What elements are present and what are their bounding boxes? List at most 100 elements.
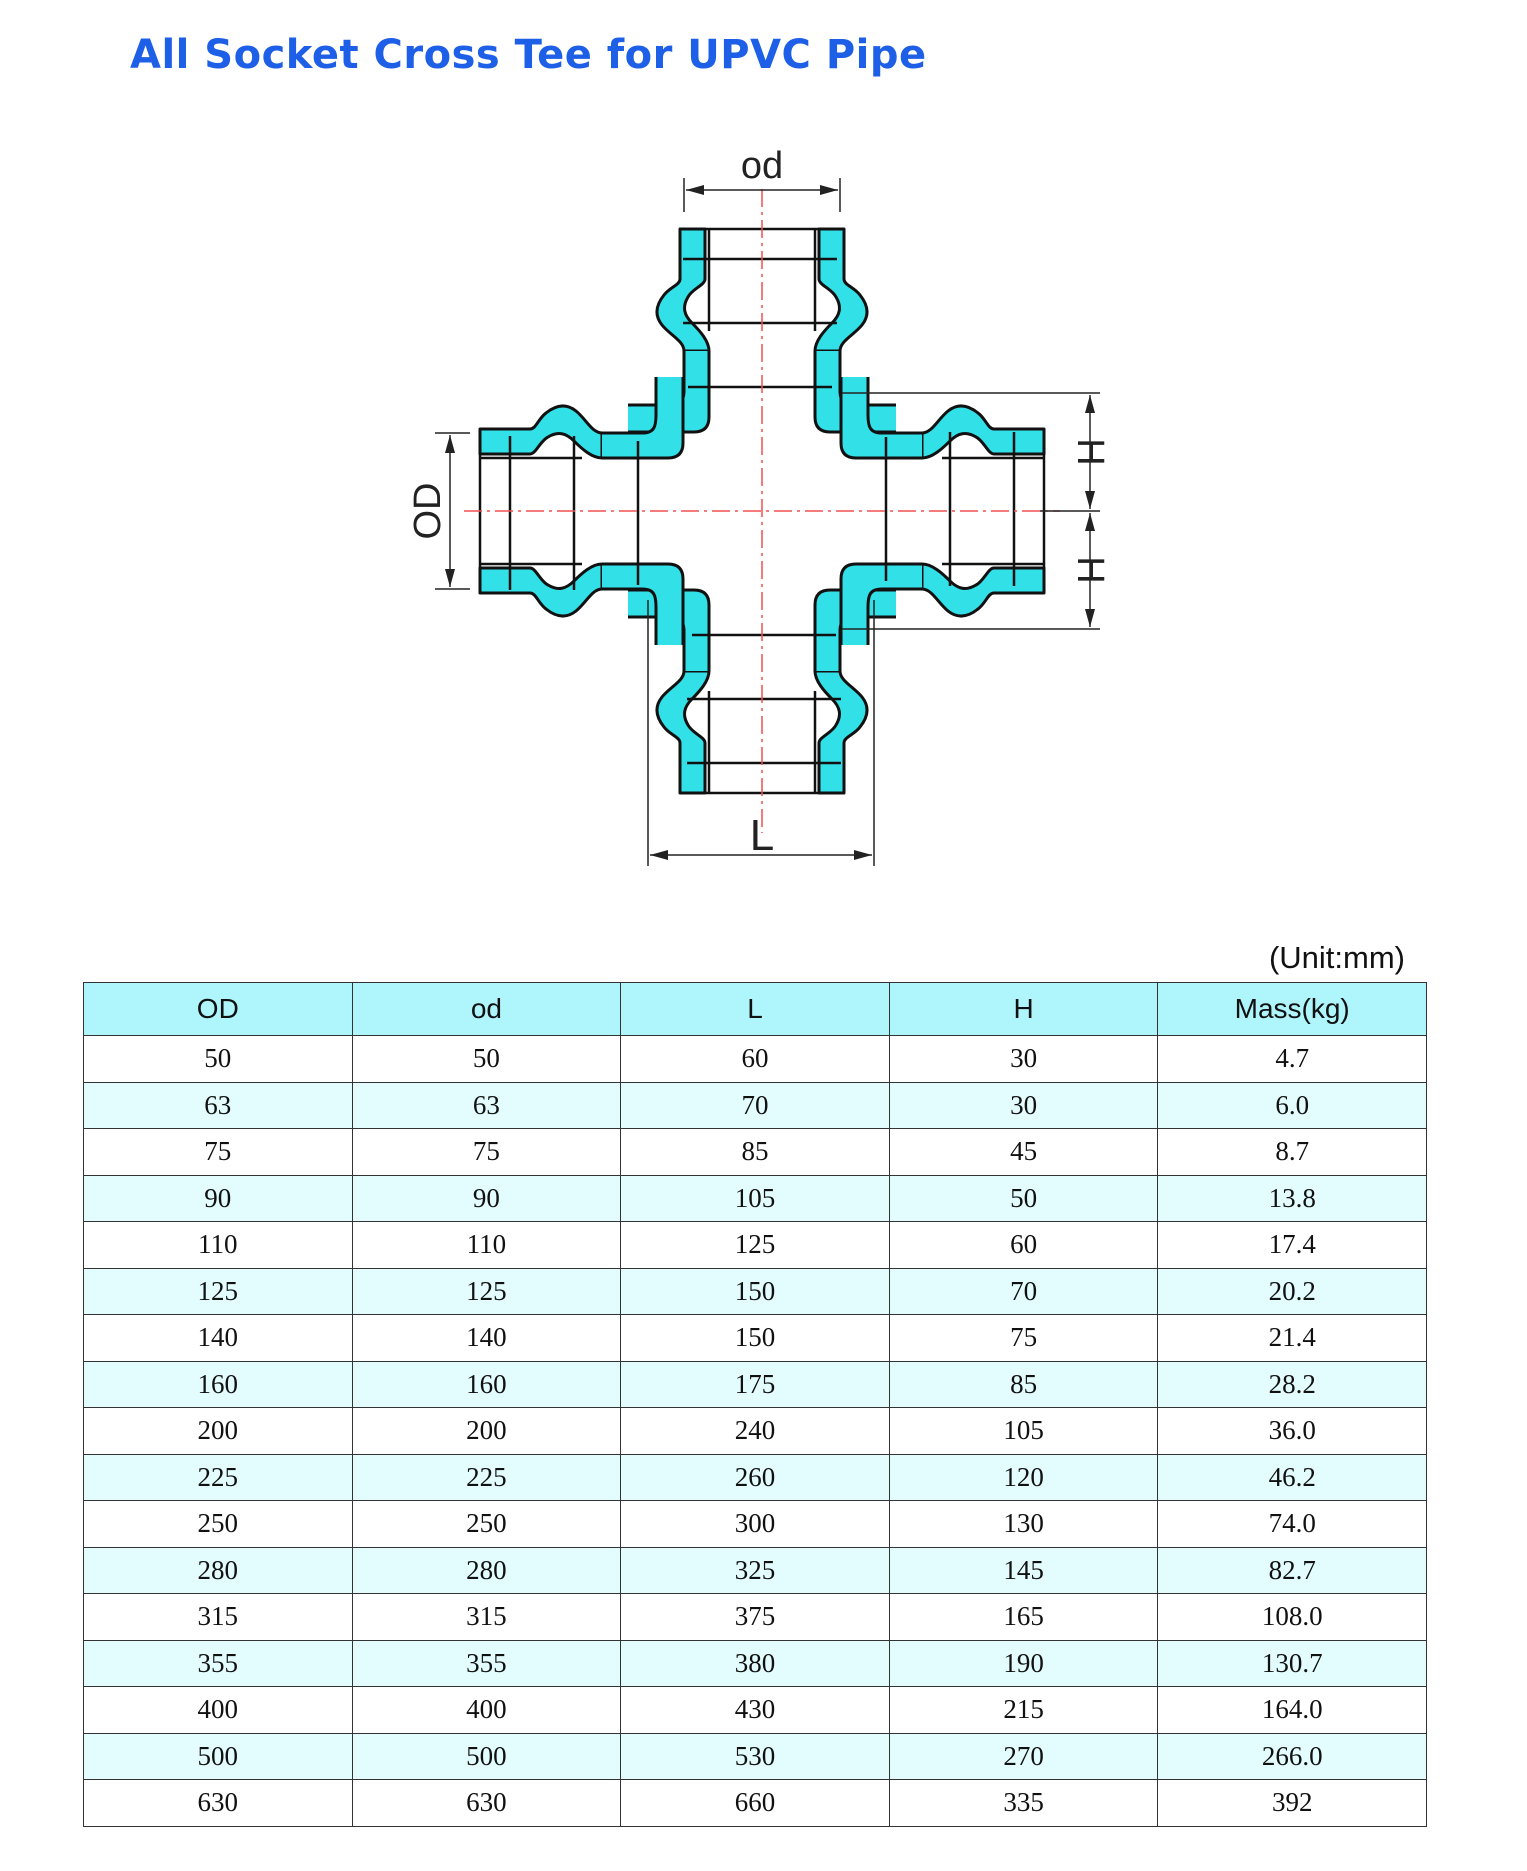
- cell-od-outer: 400: [83, 1686, 353, 1734]
- l-dimension-line: [647, 600, 875, 866]
- cell-od-outer: 75: [83, 1128, 353, 1176]
- cell-l: 70: [620, 1081, 890, 1129]
- OD-dimension-line: [435, 432, 470, 590]
- cell-od-outer: 630: [83, 1779, 353, 1827]
- cell-mass: 46.2: [1157, 1453, 1427, 1501]
- cell-mass: 36.0: [1157, 1407, 1427, 1455]
- cell-mass: 108.0: [1157, 1593, 1427, 1641]
- cell-od-outer: 500: [83, 1732, 353, 1780]
- h-label-upper: H: [1069, 438, 1111, 465]
- cell-h: 30: [888, 1035, 1159, 1083]
- cell-od-outer: 225: [83, 1453, 353, 1501]
- cell-od-inner: 90: [351, 1174, 622, 1222]
- cell-h: 270: [888, 1732, 1159, 1780]
- cell-mass: 82.7: [1157, 1546, 1427, 1594]
- header-od-inner: od: [351, 982, 622, 1036]
- cell-od-outer: 250: [83, 1500, 353, 1548]
- cross-tee-diagram: od OD H H L: [407, 145, 1111, 866]
- cell-l: 260: [620, 1453, 890, 1501]
- od-label: od: [741, 145, 783, 187]
- cell-h: 215: [888, 1686, 1159, 1734]
- cell-l: 150: [620, 1314, 890, 1362]
- cell-od-outer: 160: [83, 1360, 353, 1408]
- cell-mass: 13.8: [1157, 1174, 1427, 1222]
- cell-od-outer: 125: [83, 1267, 353, 1315]
- cell-od-outer: 63: [83, 1081, 353, 1129]
- cell-l: 60: [620, 1035, 890, 1083]
- cell-h: 75: [888, 1314, 1159, 1362]
- cell-h: 30: [888, 1081, 1159, 1129]
- cell-mass: 266.0: [1157, 1732, 1427, 1780]
- cell-h: 165: [888, 1593, 1159, 1641]
- cell-h: 50: [888, 1174, 1159, 1222]
- cell-od-inner: 355: [351, 1639, 622, 1687]
- cell-od-inner: 125: [351, 1267, 622, 1315]
- header-h: H: [888, 982, 1159, 1036]
- header-l: L: [620, 982, 890, 1036]
- OD-label: OD: [407, 483, 449, 540]
- cell-od-outer: 140: [83, 1314, 353, 1362]
- cell-od-outer: 90: [83, 1174, 353, 1222]
- table-header-row: OD od L H Mass(kg): [83, 982, 1427, 1036]
- cell-od-inner: 200: [351, 1407, 622, 1455]
- cell-h: 335: [888, 1779, 1159, 1827]
- cell-mass: 17.4: [1157, 1221, 1427, 1269]
- cell-h: 45: [888, 1128, 1159, 1176]
- l-label: L: [750, 811, 774, 860]
- cell-od-outer: 280: [83, 1546, 353, 1594]
- cell-od-inner: 500: [351, 1732, 622, 1780]
- unit-note: (Unit:mm): [1268, 940, 1405, 975]
- cell-mass: 164.0: [1157, 1686, 1427, 1734]
- cell-od-outer: 200: [83, 1407, 353, 1455]
- cell-od-inner: 110: [351, 1221, 622, 1269]
- cell-od-inner: 315: [351, 1593, 622, 1641]
- header-mass: Mass(kg): [1157, 982, 1427, 1036]
- cell-h: 130: [888, 1500, 1159, 1548]
- cell-mass: 21.4: [1157, 1314, 1427, 1362]
- cell-od-outer: 50: [83, 1035, 353, 1083]
- cell-mass: 28.2: [1157, 1360, 1427, 1408]
- cell-od-inner: 75: [351, 1128, 622, 1176]
- cell-l: 660: [620, 1779, 890, 1827]
- cell-l: 300: [620, 1500, 890, 1548]
- page-title: All Socket Cross Tee for UPVC Pipe: [130, 32, 927, 78]
- cell-h: 70: [888, 1267, 1159, 1315]
- cell-mass: 392: [1157, 1779, 1427, 1827]
- cell-l: 375: [620, 1593, 890, 1641]
- cell-mass: 6.0: [1157, 1081, 1427, 1129]
- cell-h: 145: [888, 1546, 1159, 1594]
- cell-od-inner: 140: [351, 1314, 622, 1362]
- cell-od-inner: 630: [351, 1779, 622, 1827]
- cell-od-inner: 50: [351, 1035, 622, 1083]
- cell-l: 175: [620, 1360, 890, 1408]
- h-label-lower: H: [1069, 556, 1111, 583]
- cell-h: 105: [888, 1407, 1159, 1455]
- cell-h: 85: [888, 1360, 1159, 1408]
- cell-l: 125: [620, 1221, 890, 1269]
- cell-od-inner: 160: [351, 1360, 622, 1408]
- cell-l: 105: [620, 1174, 890, 1222]
- cell-od-outer: 110: [83, 1221, 353, 1269]
- cell-od-outer: 355: [83, 1639, 353, 1687]
- cell-l: 240: [620, 1407, 890, 1455]
- cell-mass: 74.0: [1157, 1500, 1427, 1548]
- od-dimension: [683, 178, 841, 212]
- cell-l: 85: [620, 1128, 890, 1176]
